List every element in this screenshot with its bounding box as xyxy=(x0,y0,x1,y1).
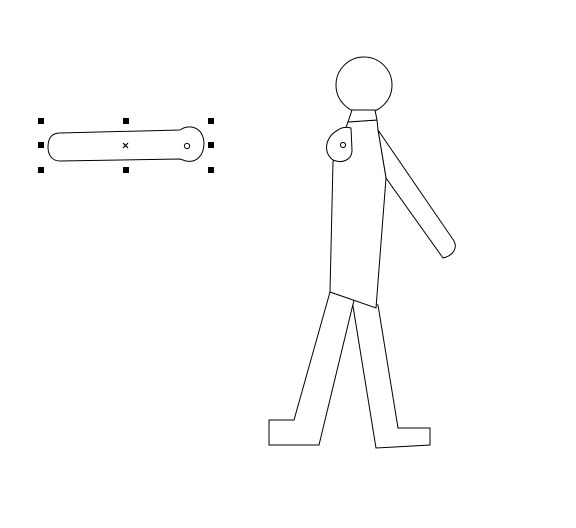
front-arm-shape[interactable] xyxy=(377,129,456,259)
handle-bottom-middle[interactable] xyxy=(123,167,129,173)
handle-top-right[interactable] xyxy=(208,118,214,124)
right-leg-shape[interactable] xyxy=(351,299,431,449)
left-leg-shape[interactable] xyxy=(268,291,355,446)
shoulder-shape[interactable] xyxy=(326,126,353,163)
selected-arm-shape[interactable] xyxy=(47,126,205,162)
head-shape[interactable] xyxy=(335,56,393,114)
handle-middle-left[interactable] xyxy=(38,142,44,148)
handle-bottom-right[interactable] xyxy=(208,167,214,173)
torso-shape[interactable] xyxy=(329,119,387,309)
handle-top-middle[interactable] xyxy=(123,118,129,124)
shoulder-pivot-icon[interactable] xyxy=(339,141,347,149)
selection-handles xyxy=(38,118,214,173)
neck-shape[interactable] xyxy=(347,109,378,123)
center-x-mark-icon[interactable] xyxy=(122,142,129,149)
stick-figure[interactable] xyxy=(268,56,456,449)
handle-middle-right[interactable] xyxy=(208,142,214,148)
pivot-point-icon[interactable] xyxy=(183,142,191,150)
handle-bottom-left[interactable] xyxy=(38,167,44,173)
arm-segment-outline[interactable] xyxy=(47,126,205,162)
handle-top-left[interactable] xyxy=(38,118,44,124)
